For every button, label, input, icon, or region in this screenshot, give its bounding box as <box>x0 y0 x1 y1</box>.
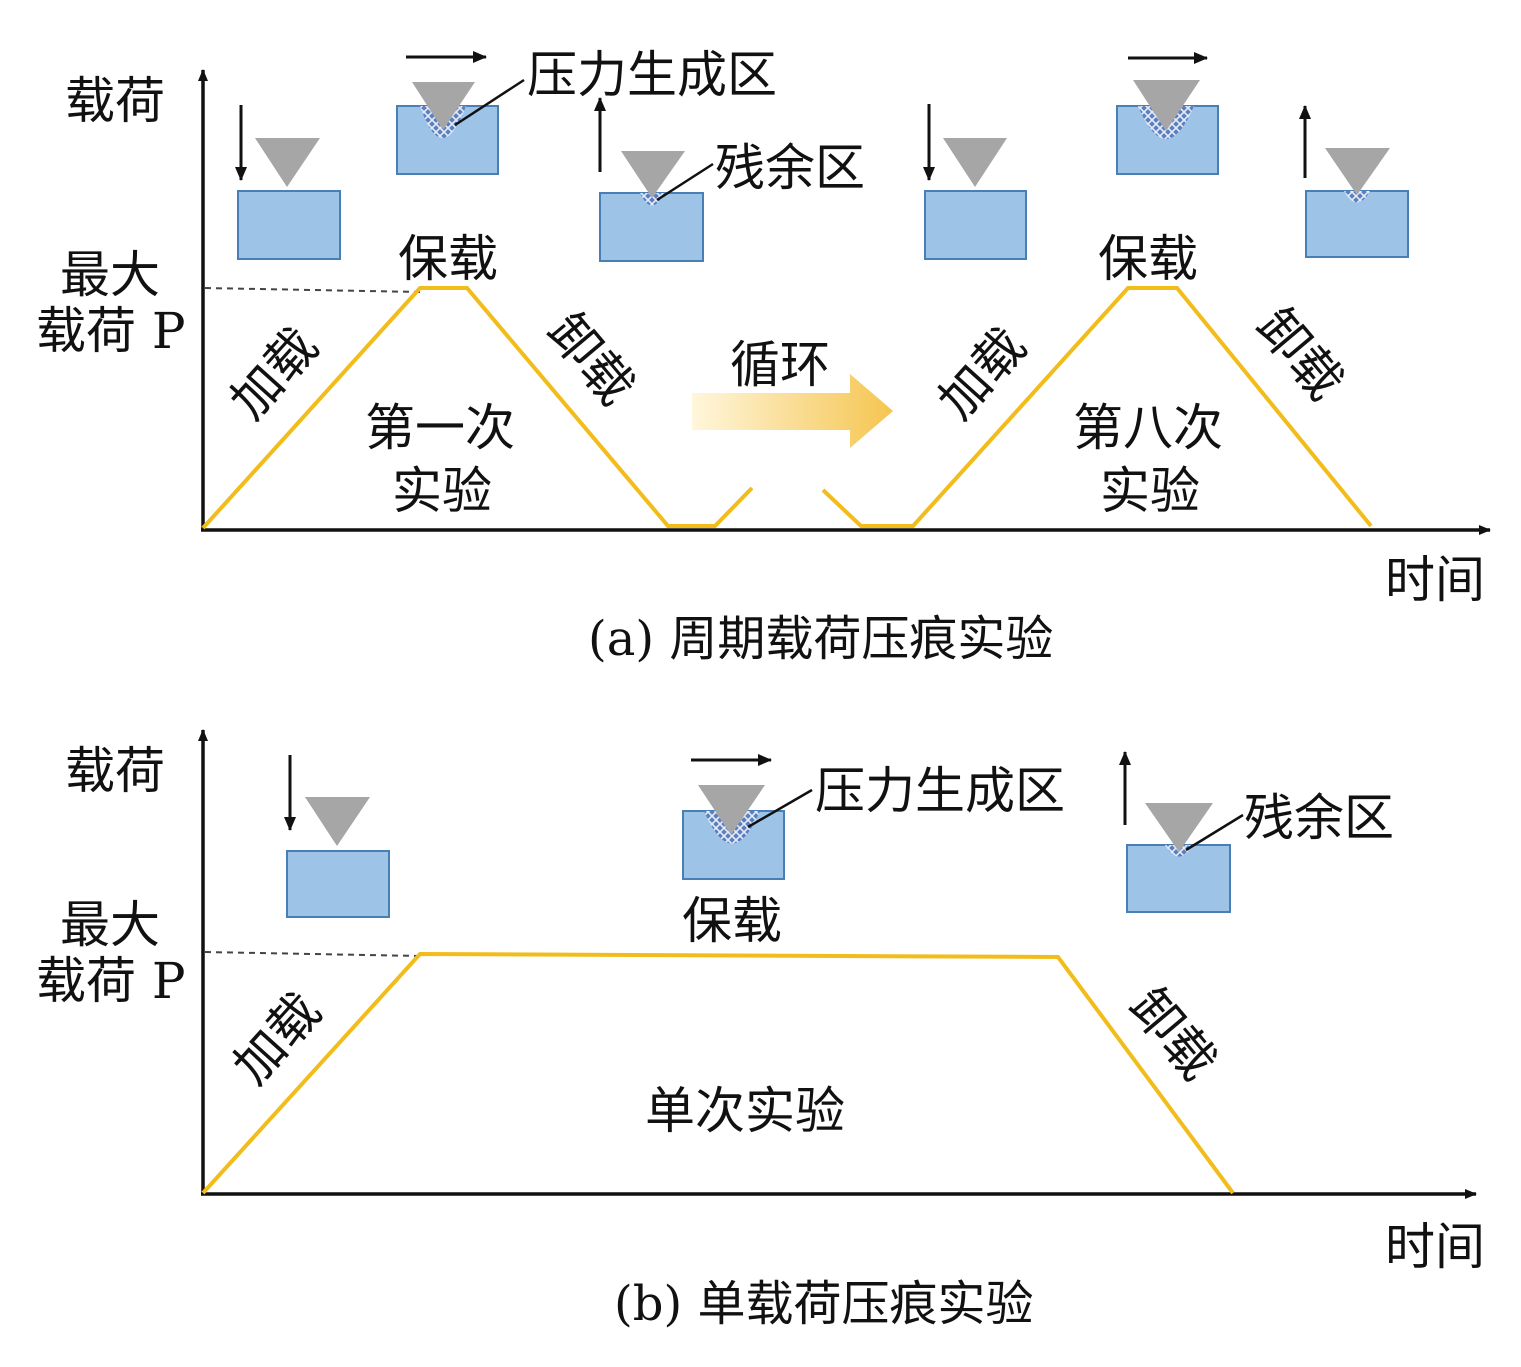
max-load-dashed-line <box>204 951 421 957</box>
max-load-label-line2: 载荷 P <box>36 302 186 360</box>
unloading-label-first: 卸载 <box>537 302 646 416</box>
indenter-stage-approach-eighth <box>923 104 1027 260</box>
y-axis-label: 载荷 <box>65 742 165 800</box>
cycle-arrow <box>692 374 893 448</box>
indenter-icon <box>1325 148 1390 195</box>
hold-label-first: 保载 <box>398 230 498 288</box>
max-load-label-line1: 最大 <box>60 896 160 954</box>
panel-b: 载荷 最大 载荷 P 时间 保载 加载 卸载 单次实验 压力生成区 残余区 (b… <box>36 729 1485 1332</box>
x-axis-label: 时间 <box>1385 1218 1485 1276</box>
residual-zone-icon <box>640 193 664 206</box>
panel-a: 载荷 最大 载荷 P 时间 保载 保载 加载 加载 卸载 卸载 循环 第一次 实… <box>36 46 1491 667</box>
indenter-icon <box>305 797 370 846</box>
first-test-label-line1: 第一次 <box>365 399 515 457</box>
indenter-icon <box>621 151 685 198</box>
residual-zone-leader <box>656 162 714 202</box>
loading-label-first: 加载 <box>219 317 329 430</box>
max-load-label-line2: 载荷 P <box>36 952 186 1010</box>
indenter-stage-retract <box>1119 751 1244 913</box>
specimen-block-icon <box>286 850 390 918</box>
indenter-stage-hold-eighth <box>1116 52 1219 175</box>
indenter-icon <box>412 82 475 130</box>
indenter-stage-hold <box>682 754 813 880</box>
indenter-icon <box>698 785 765 835</box>
pressure-zone-leader <box>454 78 525 127</box>
y-axis-label: 载荷 <box>65 72 165 130</box>
indenter-icon <box>943 138 1007 187</box>
residual-zone-label: 残余区 <box>715 139 865 197</box>
indenter-stage-hold <box>396 51 525 175</box>
hold-label: 保载 <box>682 892 782 950</box>
first-test-label-line2: 实验 <box>392 462 492 520</box>
indenter-icon <box>1145 803 1213 852</box>
load-curve-eighth <box>821 286 1373 528</box>
single-test-label: 单次实验 <box>645 1082 845 1140</box>
residual-zone-label: 残余区 <box>1244 789 1394 847</box>
pressure-zone-label: 压力生成区 <box>815 762 1065 820</box>
max-load-dashed-line <box>204 287 421 293</box>
cycle-label: 循环 <box>730 336 830 394</box>
eighth-test-label-line2: 实验 <box>1100 462 1200 520</box>
load-curve-single <box>201 951 1235 1195</box>
caption-b: (b) 单载荷压痕实验 <box>614 1276 1033 1332</box>
loading-label-eighth: 加载 <box>927 317 1037 430</box>
indenter-stage-retract <box>594 97 714 262</box>
eighth-test-label-line1: 第八次 <box>1073 399 1223 457</box>
loading-label: 加载 <box>222 982 332 1095</box>
x-axis-label: 时间 <box>1385 551 1485 609</box>
residual-zone-leader <box>1185 813 1244 852</box>
indenter-stage-approach <box>284 755 390 918</box>
unloading-label: 卸载 <box>1119 977 1228 1091</box>
max-load-label-line1: 最大 <box>60 246 160 304</box>
indenter-stage-approach <box>235 105 341 260</box>
caption-a: (a) 周期载荷压痕实验 <box>588 611 1053 667</box>
residual-zone-icon <box>1344 191 1370 203</box>
pressure-zone-label: 压力生成区 <box>527 46 777 104</box>
indenter-stage-retract-eighth <box>1299 105 1409 258</box>
specimen-block-icon <box>237 190 341 260</box>
indenter-icon <box>1133 80 1200 131</box>
specimen-block-icon <box>924 190 1027 260</box>
load-curve-first <box>201 286 754 530</box>
indenter-icon <box>255 138 320 187</box>
specimen-block-icon <box>599 192 704 262</box>
hold-label-eighth: 保载 <box>1098 230 1198 288</box>
pressure-zone-leader <box>747 788 813 829</box>
